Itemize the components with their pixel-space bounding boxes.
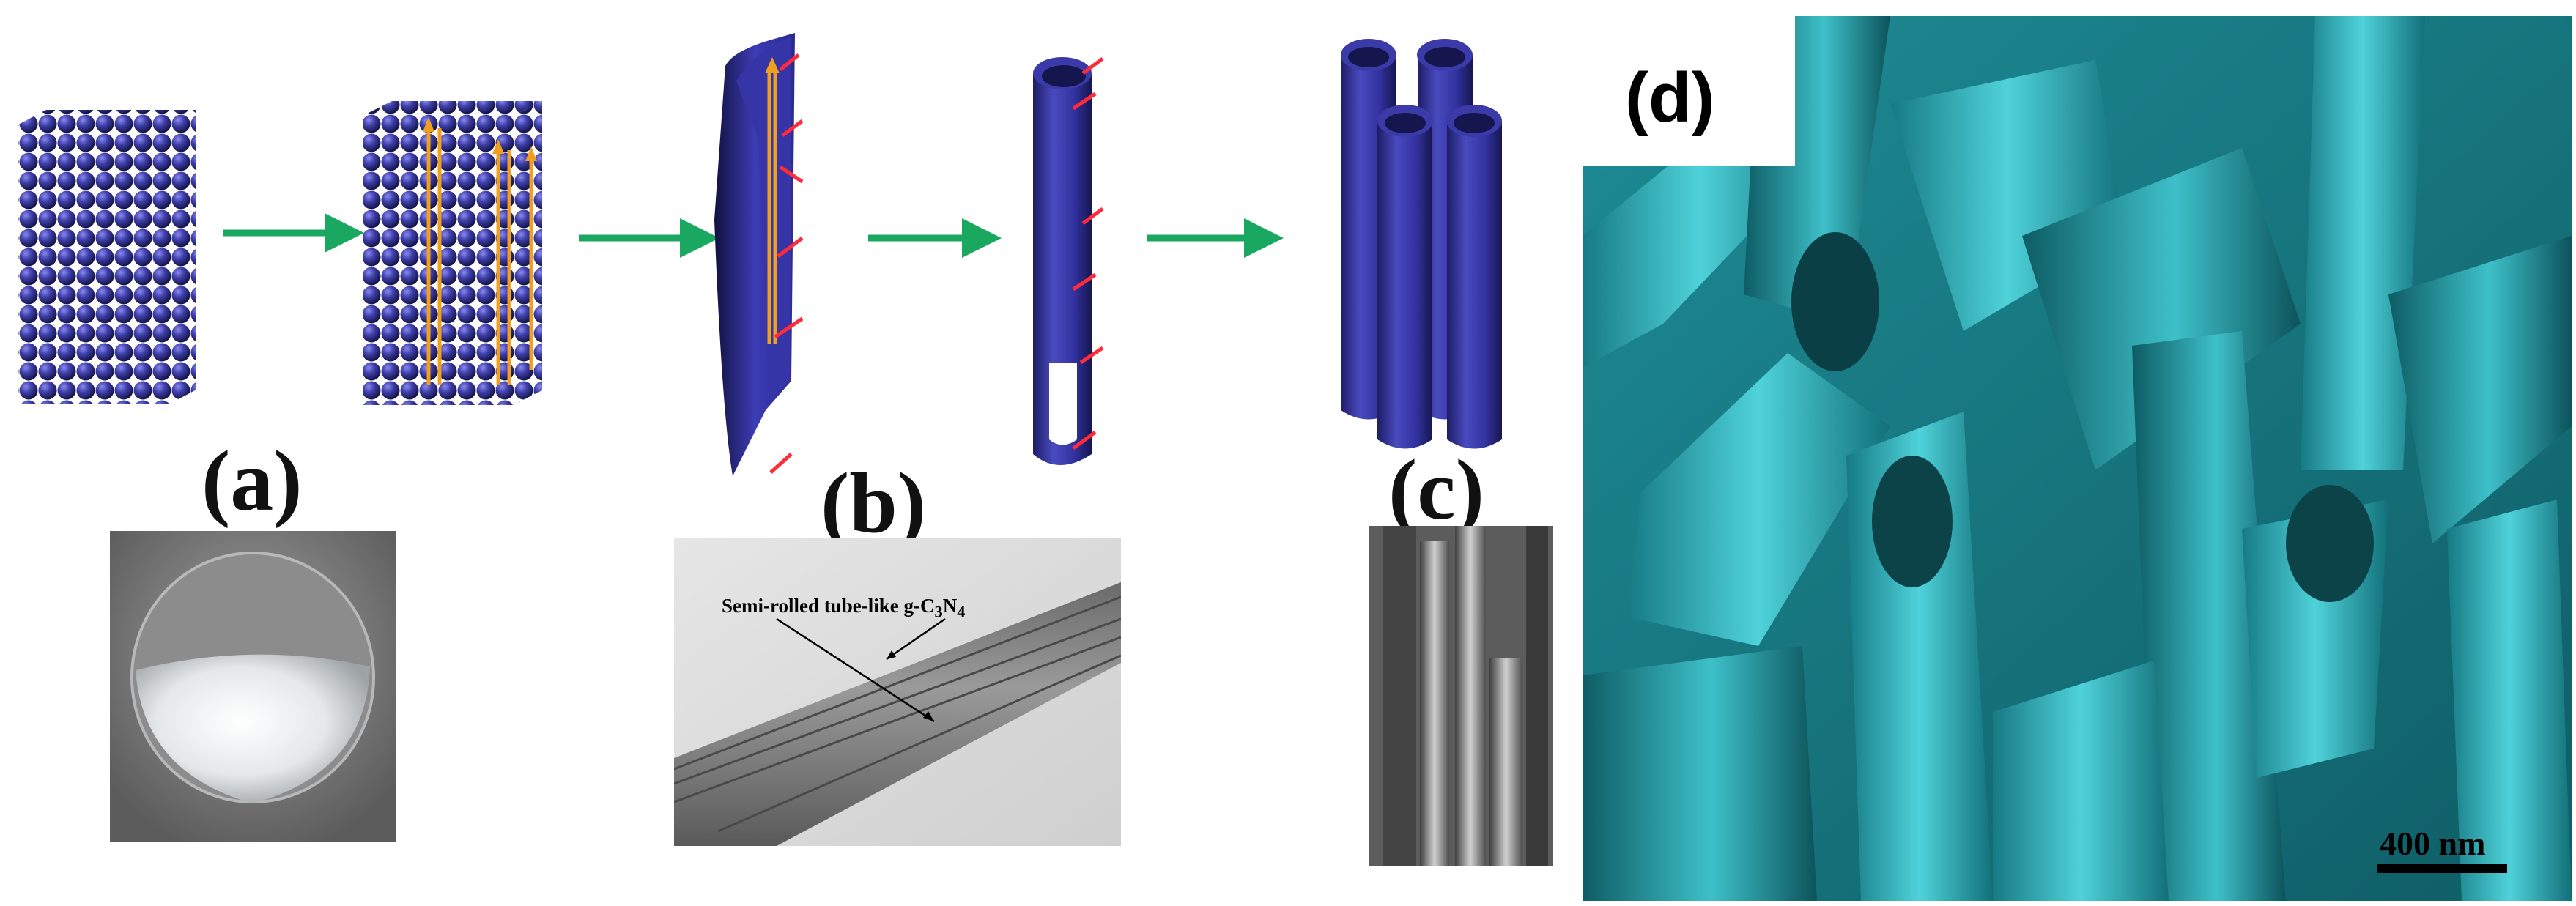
scale-bar-label: 400 nm — [2380, 825, 2486, 862]
panel-label-a: (a) — [201, 433, 303, 529]
curling-nanosheet — [714, 33, 804, 476]
sample-photo — [110, 531, 396, 842]
panel-label-b: (b) — [821, 455, 927, 551]
tem-annotation-sub2: 4 — [957, 602, 966, 621]
sem-small-image — [1369, 526, 1553, 866]
sample-photo-image — [110, 531, 396, 842]
tube-bundle — [1341, 39, 1502, 449]
sem-small-image-content — [1369, 526, 1553, 866]
tem-image-content — [674, 538, 1121, 846]
panel-label-box — [1583, 16, 1795, 166]
scale-bar — [2377, 864, 2507, 873]
layered-bulk-block — [18, 110, 196, 404]
tem-image — [674, 538, 1121, 846]
tem-annotation: Semi-rolled tube-like g-C3N4 — [722, 595, 965, 621]
exfoliating-block — [363, 101, 542, 405]
schematic-diagram — [18, 33, 1502, 476]
tem-annotation-mid: N — [942, 595, 958, 617]
tem-annotation-text: Semi-rolled tube-like g-C — [722, 595, 935, 617]
panel-label-d: (d) — [1625, 59, 1715, 137]
panel-label-c: (c) — [1388, 442, 1484, 538]
rolled-single-tube — [1033, 56, 1104, 465]
tem-annotation-sub1: 3 — [934, 602, 943, 621]
